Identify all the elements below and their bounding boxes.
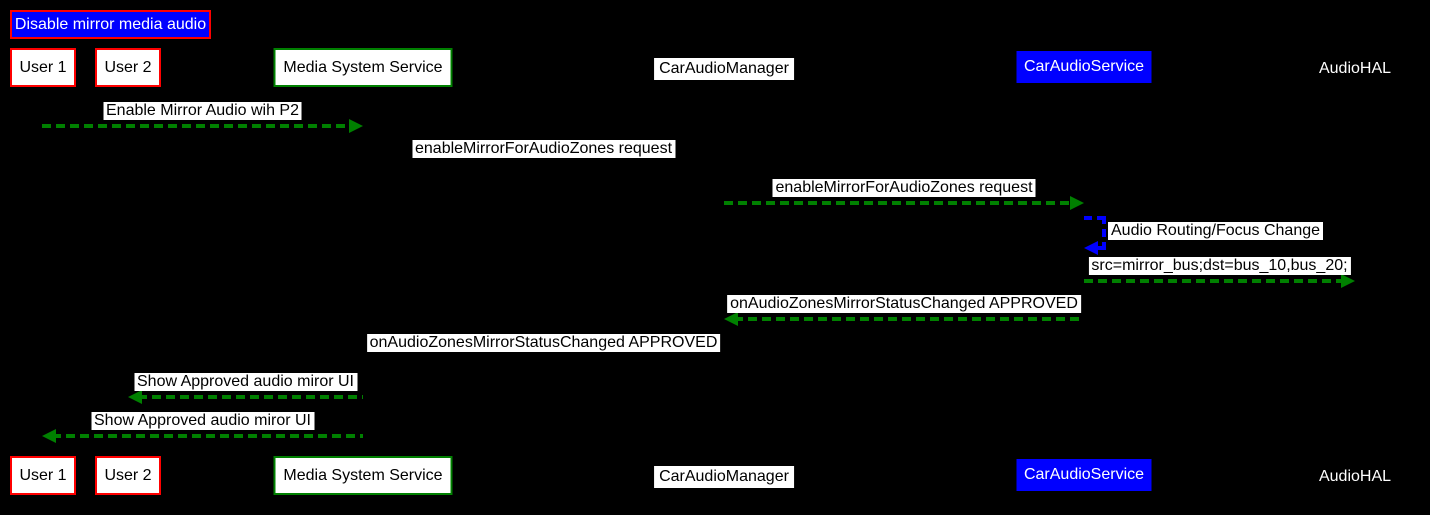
- message-arrowhead-6: [128, 390, 142, 404]
- lifeline-audio-hal: [1355, 88, 1356, 456]
- message-label-5: onAudioZonesMirrorStatusChanged APPROVED: [366, 334, 721, 352]
- message-line-7: [52, 434, 363, 438]
- participant-user-2-top: User 2: [95, 48, 161, 87]
- participant-audio-hal-bottom: AudioHAL: [1318, 468, 1392, 485]
- message-line-3: [1084, 279, 1345, 283]
- message-arrowhead-2: [1070, 196, 1084, 210]
- message-line-6: [138, 395, 363, 399]
- participant-media-system-service-top: Media System Service: [273, 48, 453, 87]
- message-arrowhead-0: [349, 119, 363, 133]
- message-arrowhead-4: [724, 312, 738, 326]
- message-arrowhead-3: [1341, 274, 1355, 288]
- message-label-6: Show Approved audio miror UI: [134, 373, 357, 391]
- message-label-4: onAudioZonesMirrorStatusChanged APPROVED: [727, 295, 1081, 313]
- self-message-top: [1084, 216, 1106, 220]
- message-line-1: [363, 162, 714, 166]
- participant-user-2-bottom: User 2: [95, 456, 161, 495]
- lifeline-media-system-service: [363, 88, 364, 456]
- diagram-title: Disable mirror media audio: [10, 10, 211, 39]
- participant-media-system-service-bottom: Media System Service: [273, 456, 453, 495]
- self-message-label: Audio Routing/Focus Change: [1108, 222, 1324, 240]
- message-label-3: src=mirror_bus;dst=bus_10,bus_20;: [1088, 257, 1351, 275]
- message-line-4: [734, 317, 1084, 321]
- message-line-5: [373, 356, 724, 360]
- self-message-right: [1102, 216, 1106, 250]
- participant-car-audio-service-top: CarAudioService: [1016, 51, 1152, 83]
- participant-user-1-top: User 1: [10, 48, 76, 87]
- participant-car-audio-service-bottom: CarAudioService: [1016, 459, 1152, 491]
- participant-user-1-bottom: User 1: [10, 456, 76, 495]
- self-message-arrowhead: [1084, 241, 1098, 255]
- participant-car-audio-manager-bottom: CarAudioManager: [654, 466, 794, 488]
- lifeline-user-2: [128, 88, 129, 456]
- participant-car-audio-manager-top: CarAudioManager: [654, 58, 794, 80]
- message-line-0: [42, 124, 353, 128]
- message-label-0: Enable Mirror Audio wih P2: [103, 102, 302, 120]
- self-message-bottom: [1098, 246, 1106, 250]
- message-line-2: [724, 201, 1074, 205]
- message-label-2: enableMirrorForAudioZones request: [772, 179, 1036, 197]
- message-label-1: enableMirrorForAudioZones request: [411, 140, 676, 158]
- message-label-7: Show Approved audio miror UI: [91, 412, 314, 430]
- message-arrowhead-7: [42, 429, 56, 443]
- lifeline-car-audio-manager: [724, 88, 725, 456]
- message-arrowhead-1: [710, 157, 724, 171]
- lifeline-car-audio-service: [1084, 88, 1085, 456]
- lifeline-user-1: [43, 88, 44, 456]
- participant-audio-hal-top: AudioHAL: [1318, 60, 1392, 77]
- message-arrowhead-5: [363, 351, 377, 365]
